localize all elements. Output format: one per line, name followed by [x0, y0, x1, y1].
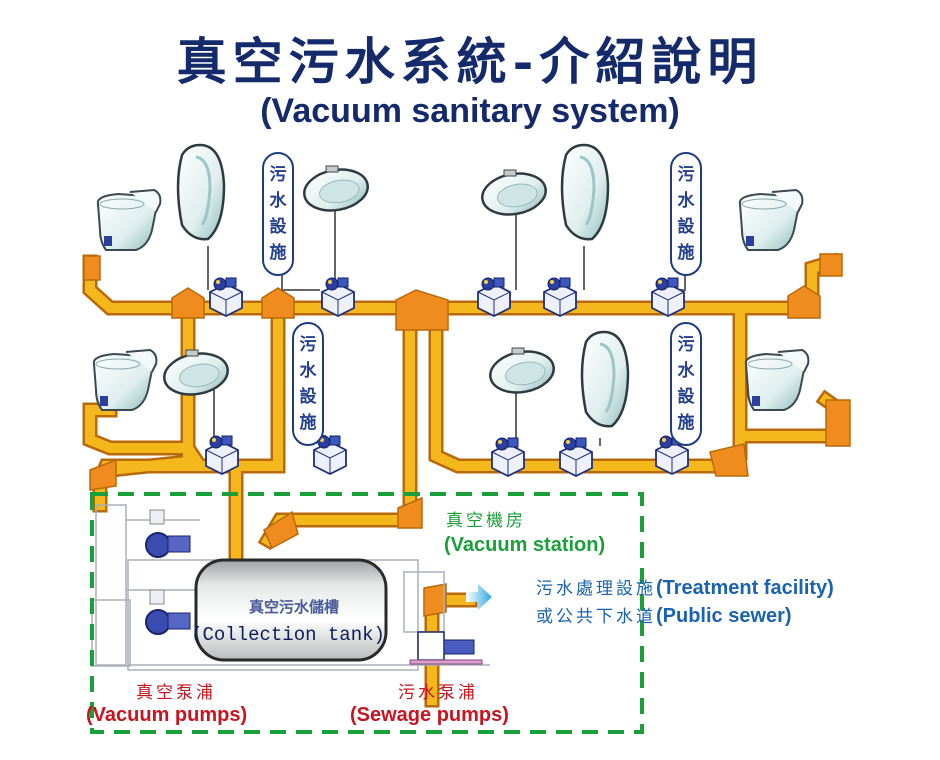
title-chinese: 真空污水系統-介紹說明	[176, 32, 764, 91]
flow-arrow-icon	[466, 584, 492, 610]
sink-icon	[485, 345, 559, 399]
pipe-network	[82, 252, 851, 708]
toilet-icon	[92, 349, 158, 411]
vacuum-pump-icon	[145, 609, 171, 635]
vacuum-station-label-english: (Vacuum station)	[444, 534, 606, 556]
sewage-pumps-label-chinese: 污水泵浦	[398, 683, 478, 703]
toilet-icon	[738, 189, 804, 251]
valve-unit-icon	[543, 277, 577, 317]
valve-unit-icon	[491, 437, 525, 477]
sewage-pumps-label-english: (Sewage pumps)	[350, 704, 509, 726]
facility-label: 污水設施	[670, 322, 702, 446]
sink-icon	[299, 163, 373, 217]
vacuum-station-boundary	[90, 492, 644, 734]
collection-tank-label-english: (Collection tank)	[191, 624, 385, 646]
vacuum-pump-icon	[145, 532, 171, 558]
valve-unit-icon	[559, 437, 593, 477]
collection-tank-label-chinese: 真空污水儲槽	[248, 598, 339, 616]
title-english: (Vacuum sanitary system)	[260, 92, 680, 130]
valve-unit-icon	[321, 277, 355, 317]
valve-unit-icon	[205, 435, 239, 475]
vacuum-pumps-label-english: (Vacuum pumps)	[86, 704, 248, 726]
urinal-icon	[560, 143, 610, 241]
destination-sewer-english: (Public sewer)	[656, 605, 792, 627]
toilet-icon	[96, 189, 162, 251]
fixture-drop-lines	[207, 210, 687, 446]
destination-sewer-chinese: 或公共下水道	[536, 607, 656, 627]
destination-line-1: 污水處理設施(Treatment facility)	[536, 574, 834, 600]
destination-treatment-english: (Treatment facility)	[656, 577, 834, 599]
sewage-pump-icon	[417, 631, 445, 661]
vacuum-pumps-label-chinese: 真空泵浦	[136, 683, 216, 703]
collection-tank	[194, 558, 388, 662]
urinal-icon	[580, 330, 630, 428]
facility-label: 污水設施	[262, 152, 294, 276]
valve-unit-icon	[209, 277, 243, 317]
destination-treatment-chinese: 污水處理設施	[536, 579, 656, 599]
vacuum-station-label-chinese: 真空機房	[446, 511, 526, 531]
sink-icon	[477, 167, 551, 221]
sewage-pump-unit	[409, 631, 483, 665]
valve-unit-icon	[477, 277, 511, 317]
destination-line-2: 或公共下水道(Public sewer)	[536, 602, 792, 628]
valve-unit-icon	[651, 277, 685, 317]
vacuum-pump-units	[145, 509, 191, 635]
facility-label: 污水設施	[670, 152, 702, 276]
sink-icon	[159, 347, 233, 401]
facility-label: 污水設施	[292, 322, 324, 446]
toilet-icon	[744, 349, 810, 411]
urinal-icon	[176, 143, 226, 241]
